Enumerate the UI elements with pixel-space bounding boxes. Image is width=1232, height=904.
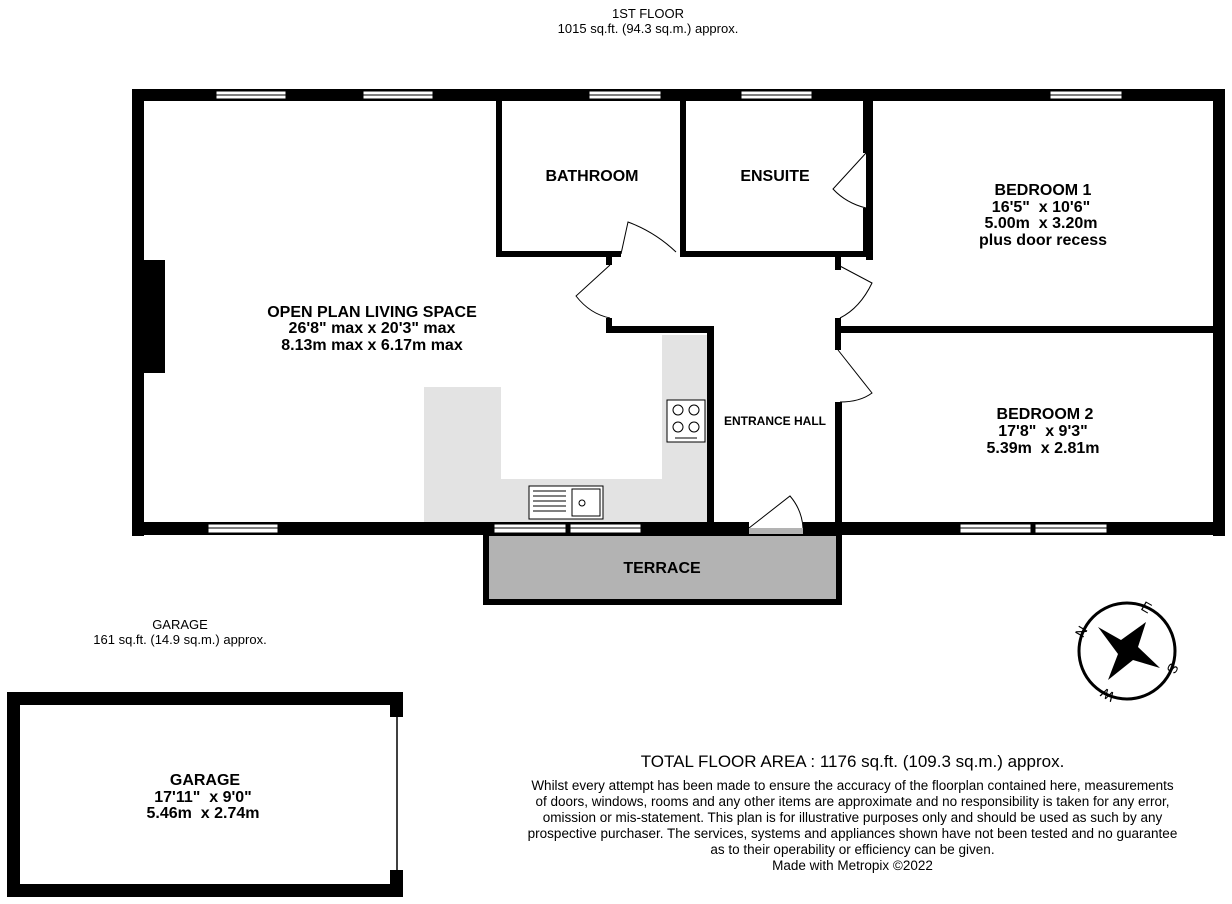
- disclaimer-line: omission or mis-statement. This plan is …: [542, 810, 1163, 825]
- compass-e: E: [1138, 598, 1154, 617]
- terrace-label: TERRACE: [623, 560, 701, 577]
- first-floor-header: 1ST FLOOR 1015 sq.ft. (94.3 sq.m.) appro…: [548, 6, 748, 36]
- garage-floor-name: GARAGE: [152, 617, 208, 632]
- doors: [575, 152, 873, 529]
- first-floor-area: 1015 sq.ft. (94.3 sq.m.) approx.: [557, 21, 739, 36]
- garage-label: GARAGE: [170, 772, 241, 789]
- terrace-floor: [483, 530, 842, 605]
- garage-floor-area: 161 sq.ft. (14.9 sq.m.) approx.: [93, 632, 267, 647]
- disclaimer-line: as to their operability or efficiency ca…: [710, 842, 995, 857]
- compass-ring: [1077, 601, 1177, 701]
- disclaimer-line: prospective purchaser. The services, sys…: [527, 826, 1178, 841]
- walls: [132, 89, 1225, 536]
- first-floor-name: 1ST FLOOR: [611, 6, 684, 21]
- bedroom1-label: BEDROOM 1: [995, 182, 1092, 199]
- hall-label: ENTRANCE HALL: [724, 414, 826, 428]
- compass-s: S: [1164, 660, 1183, 676]
- bedroom2-label: BEDROOM 2: [997, 406, 1094, 423]
- garage-dim-metric: 5.46m x 2.74m: [147, 805, 260, 822]
- garage-walls: [7, 692, 403, 897]
- hob-icon: [666, 399, 706, 443]
- bedroom1-dim-metric: 5.00m x 3.20m: [985, 215, 1098, 232]
- bathroom-label: BATHROOM: [545, 168, 638, 185]
- compass-rose: N E S W: [1072, 598, 1182, 705]
- living-dim-metric: 8.13m max x 6.17m max: [281, 337, 463, 354]
- living-label: OPEN PLAN LIVING SPACE: [267, 304, 477, 321]
- compass-w: W: [1097, 684, 1117, 705]
- disclaimer-line: Whilst every attempt has been made to en…: [531, 778, 1174, 793]
- living-dim-imperial: 26'8" max x 20'3" max: [289, 320, 456, 337]
- bedroom2-dim-imperial: 17'8" x 9'3": [998, 423, 1088, 440]
- total-floor-area: TOTAL FLOOR AREA : 1176 sq.ft. (109.3 sq…: [640, 752, 1065, 771]
- compass-star-icon: [1098, 622, 1160, 680]
- entrance-threshold: [749, 528, 803, 534]
- bedroom2-dim-metric: 5.39m x 2.81m: [987, 440, 1100, 457]
- garage-dim-imperial: 17'11" x 9'0": [154, 789, 252, 806]
- sink-icon: [528, 485, 604, 520]
- credit: Made with Metropix ©2022: [772, 858, 933, 873]
- disclaimer: Whilst every attempt has been made to en…: [500, 778, 1205, 874]
- disclaimer-line: of doors, windows, rooms and any other i…: [535, 794, 1170, 809]
- window-lines: [208, 94, 1122, 529]
- garage-header: GARAGE 161 sq.ft. (14.9 sq.m.) approx.: [80, 617, 280, 647]
- bedroom1-dim-imperial: 16'5" x 10'6": [992, 199, 1090, 216]
- ensuite-label: ENSUITE: [740, 168, 810, 185]
- bedroom1-note: plus door recess: [979, 232, 1107, 249]
